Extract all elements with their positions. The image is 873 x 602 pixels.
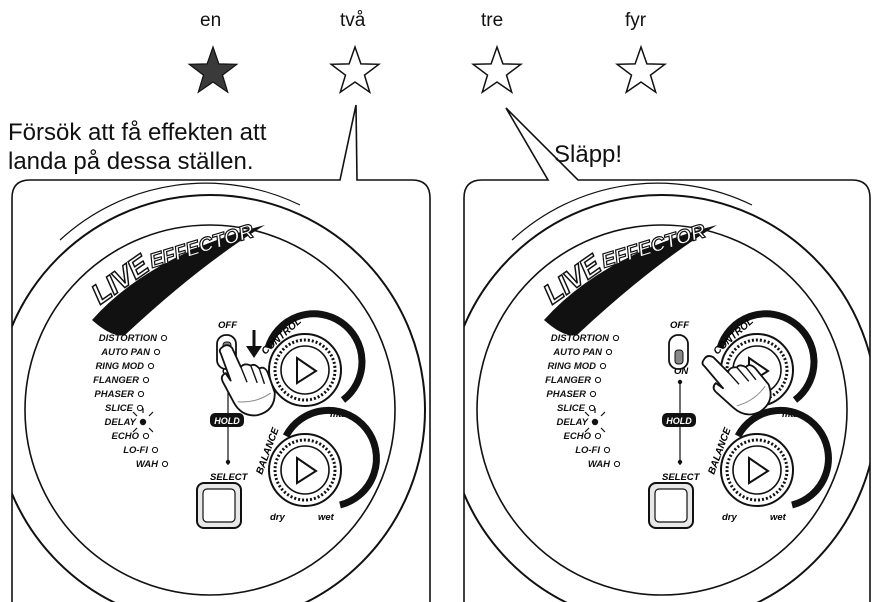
instruction-caption: Försök att få effekten att landa på dess… [8,118,266,176]
instruction-line-2: landa på dessa ställen. [8,148,254,175]
release-caption: Släpp! [554,141,623,168]
right-device-panel [447,183,873,602]
down-arrow-icon [246,330,262,358]
beat-label-3: tre [481,10,504,31]
instruction-line-1: Försök att få effekten att [8,119,267,146]
left-device-panel [0,183,425,602]
star-filled-icon [187,45,239,94]
star-outline-icon [615,44,667,95]
left-callout-frame [11,104,431,602]
beat-label-1: en [200,10,222,31]
right-callout-frame [463,107,871,602]
star-outline-icon [329,44,381,95]
beat-stars [187,44,667,95]
beat-label-2: två [340,10,366,31]
star-outline-icon [471,44,523,95]
beat-label-4: fyr [625,10,647,31]
